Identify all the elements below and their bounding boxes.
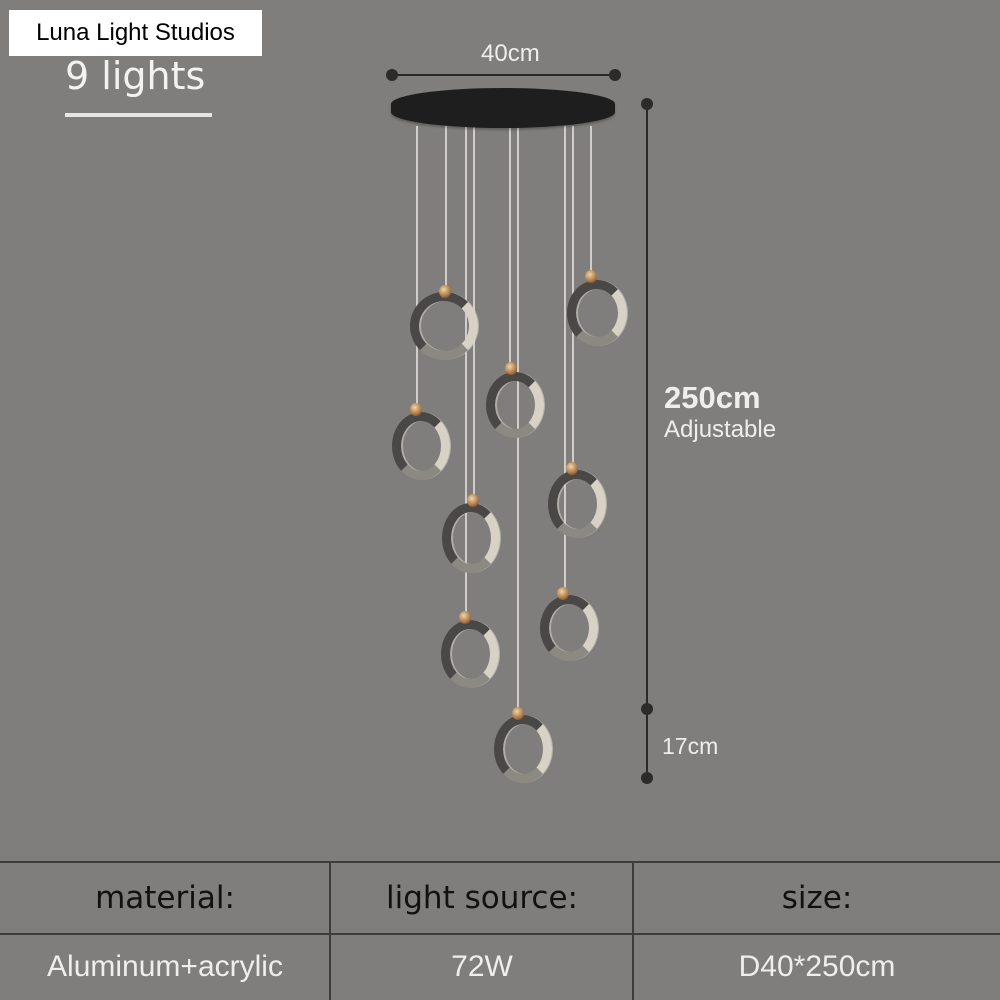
table-header-material: material: <box>95 880 235 916</box>
ring-light <box>441 620 499 688</box>
ring-connector-ball <box>439 285 451 298</box>
ring-connector ball <box>505 362 517 375</box>
width-dimension-label: 40cm <box>481 40 540 67</box>
height-dimension-top-dot <box>641 98 653 110</box>
table-column-divider <box>329 862 331 1000</box>
table-column-divider <box>632 862 634 1000</box>
ring-light <box>442 503 500 573</box>
cord <box>509 126 511 371</box>
cord <box>590 126 592 279</box>
brand-label: Luna Light Studios <box>9 10 262 56</box>
table-top-border <box>0 861 1000 863</box>
width-dimension-line <box>392 74 616 76</box>
title-underline <box>65 113 212 117</box>
ring-light <box>410 292 478 360</box>
height-adjustable-note: Adjustable <box>664 416 777 443</box>
table-value-light-source: 72W <box>451 950 513 983</box>
cord <box>465 126 467 621</box>
ring-connector-ball <box>512 707 524 720</box>
ring-connector-ball <box>566 462 578 475</box>
ring-light <box>486 372 544 438</box>
drop-dimension-label: 17cm <box>662 733 719 759</box>
ceiling-canopy <box>391 88 615 128</box>
ring-connector-ball <box>459 611 471 624</box>
table-value-material: Aluminum+acrylic <box>47 950 283 983</box>
ring-light <box>540 595 598 661</box>
ring-connector-ball <box>467 494 479 507</box>
table-row-divider <box>0 933 1000 935</box>
width-dimension-start-dot <box>386 69 398 81</box>
height-dimension-label: 250cm <box>664 380 761 415</box>
ring-light <box>548 470 606 538</box>
height-dimension-bottom-dot <box>641 772 653 784</box>
brand-name: Luna Light Studios <box>36 19 235 46</box>
cord <box>564 126 566 596</box>
ring-light <box>494 715 552 783</box>
ring-connector-ball <box>585 270 597 283</box>
width-dimension-end-dot <box>609 69 621 81</box>
table-value-size: D40*250cm <box>738 950 896 983</box>
height-dimension-line <box>646 104 648 776</box>
light-count-title: 9 lights <box>65 54 206 98</box>
table-header-size: size: <box>781 880 853 916</box>
ring-connector-ball <box>557 587 569 600</box>
ring-light <box>392 412 450 480</box>
table-header-light-source: light source: <box>386 880 578 916</box>
ring-connector-ball <box>410 403 422 416</box>
height-dimension-mid-dot <box>641 703 653 715</box>
cord <box>416 126 418 411</box>
ring-light <box>567 280 627 346</box>
cord <box>445 126 447 296</box>
